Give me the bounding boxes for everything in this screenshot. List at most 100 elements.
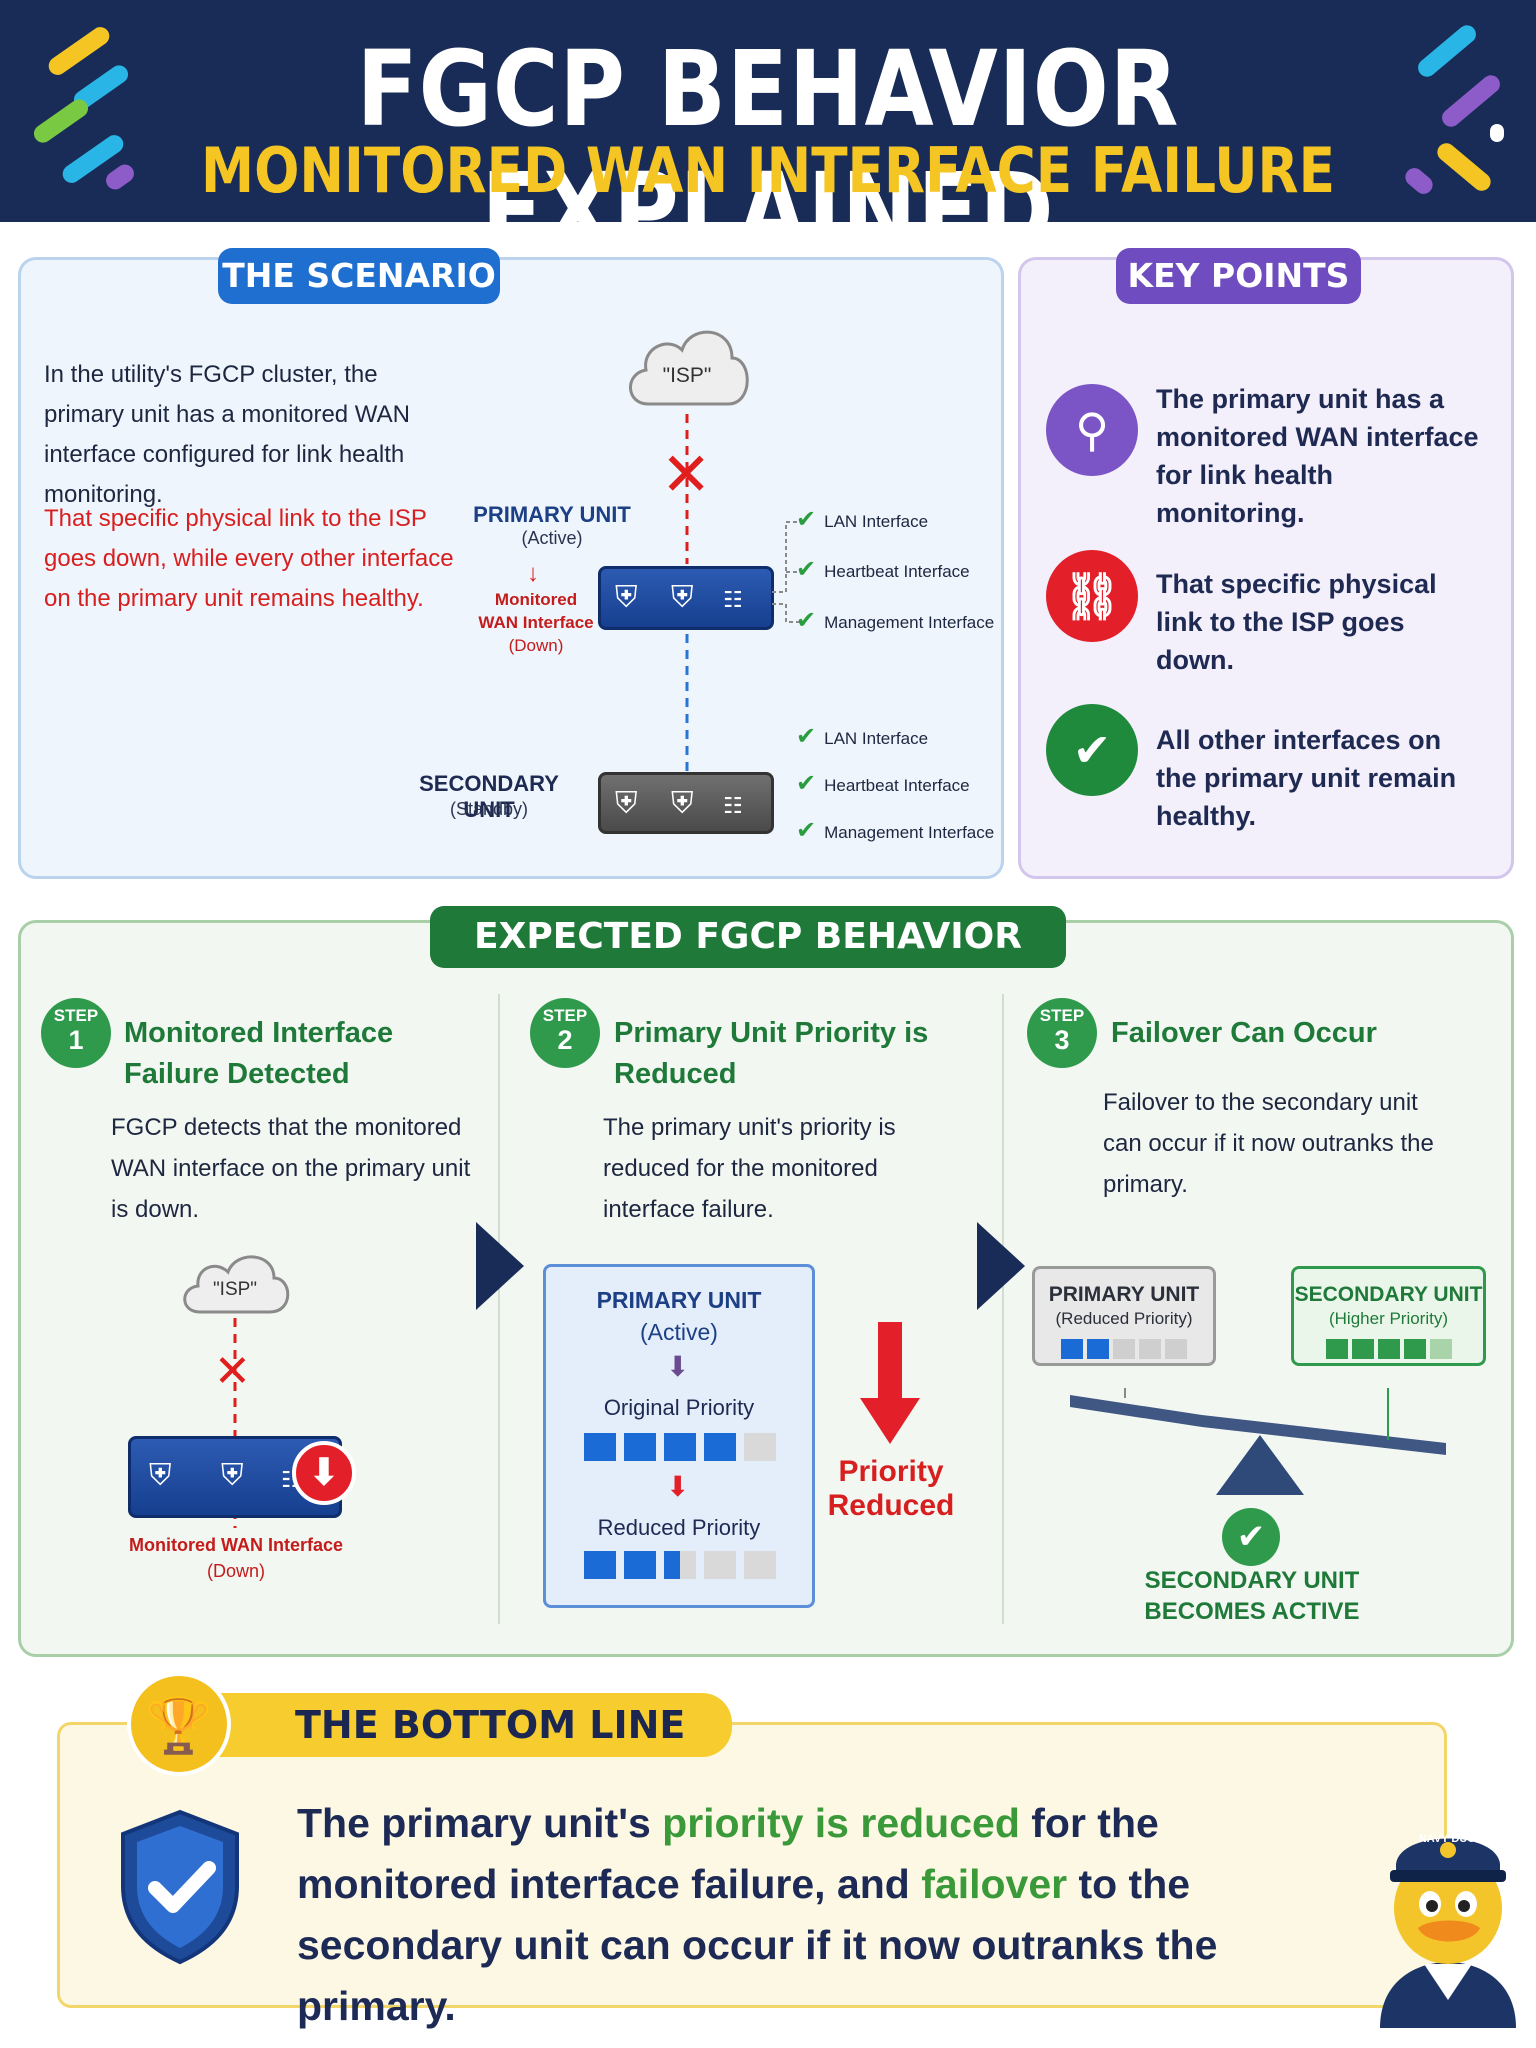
original-priority-label: Original Priority [603, 1395, 755, 1420]
decor-streak [45, 23, 113, 79]
check-icon: ✔ [796, 770, 817, 797]
primary-unit-label: PRIMARY UNIT [473, 502, 631, 527]
shield-icon: ⛨ [615, 581, 638, 614]
bottom-line-heading: THE BOTTOM LINE [140, 1693, 732, 1757]
scenario-heading: THE SCENARIO [218, 248, 500, 304]
step-2-body: The primary unit's priority is reduced f… [603, 1114, 896, 1223]
shield-icon: ⛨ [615, 787, 638, 820]
step-1-title: Monitored Interface Failure Detected [124, 1017, 394, 1090]
priority-bar-segment [704, 1433, 736, 1461]
shield-icon: ⛨ [149, 1459, 172, 1492]
behavior-heading: EXPECTED FGCP BEHAVIOR [430, 906, 1066, 968]
priority-bar-segment [744, 1433, 776, 1461]
priority-bar-segment [664, 1433, 696, 1461]
step-arrow-icon [977, 1222, 1025, 1310]
priority-card-unit: PRIMARY UNIT [596, 1287, 762, 1313]
primary-management-interface: ✔Management Interface [796, 607, 995, 634]
isp-cloud-label: "ISP" [212, 1279, 258, 1300]
isp-cloud-label: "ISP" [662, 364, 712, 387]
mascot-hat-label: NAVY DUCK [1418, 1833, 1484, 1845]
priority-down-arrow-icon [860, 1322, 920, 1444]
priority-bar-segment [664, 1551, 696, 1579]
decor-dot [1490, 124, 1504, 142]
original-priority-bars [584, 1433, 776, 1461]
page-title: FGCP BEHAVIOR EXPLAINED [356, 28, 1180, 272]
ports-icon: ☷ [723, 587, 743, 612]
key-point-1: The primary unit has a monitored WAN int… [1156, 384, 1479, 528]
secondary-unit-state: (Standby) [449, 799, 529, 819]
step-3-body: Failover to the secondary unit can occur… [1103, 1089, 1434, 1198]
down-arrow-icon: ⬇ [666, 1351, 690, 1382]
priority-bar-segment [1113, 1339, 1135, 1359]
primary-lan-interface: ✔LAN Interface [796, 506, 929, 533]
primary-priority-card: PRIMARY UNIT (Reduced Priority) [1032, 1266, 1216, 1366]
secondary-firewall-device: ⛨ ⛨ ☷ [598, 772, 774, 834]
isp-cloud-icon [183, 1255, 290, 1314]
check-icon: ✔ [796, 607, 817, 634]
duck-mascot-icon [1380, 1838, 1516, 2028]
priority-bar-segment [1087, 1339, 1109, 1359]
down-arrow-icon: ⬇ [666, 1471, 690, 1502]
primary-unit-state: (Active) [521, 528, 583, 548]
step-1-body: FGCP detects that the monitored WAN inte… [111, 1114, 471, 1223]
reduced-priority-bars [584, 1551, 776, 1579]
monitored-wan-caption: Monitored WAN Interface (Down) [128, 1535, 343, 1581]
shield-check-icon [121, 1809, 239, 1965]
priority-card: PRIMARY UNIT (Active) ⬇ Original Priorit… [543, 1264, 815, 1608]
priority-down-icon: ⬇ [292, 1441, 356, 1505]
secondary-heartbeat-interface: ✔Heartbeat Interface [796, 770, 970, 797]
priority-bar-segment [624, 1551, 656, 1579]
priority-bar-segment [744, 1551, 776, 1579]
priority-bar-segment [584, 1433, 616, 1461]
scenario-problem: That specific physical link to the ISP g… [44, 505, 454, 612]
secondary-management-interface: ✔Management Interface [796, 817, 995, 844]
key-points-heading: KEY POINTS [1116, 248, 1361, 304]
scenario-intro: In the utility's FGCP cluster, the prima… [44, 361, 410, 508]
header-banner [0, 0, 1536, 222]
priority-bar-segment [1377, 1339, 1400, 1359]
down-arrow-icon: ↓ [527, 560, 539, 587]
primary-if-connectors [772, 521, 800, 623]
bottom-line-panel [57, 1722, 1447, 2008]
shield-icon: ⛨ [671, 581, 694, 614]
priority-bar-segment [1139, 1339, 1161, 1359]
priority-bar-segment [1325, 1339, 1348, 1359]
check-icon: ✔ [796, 556, 817, 583]
primary-firewall-device: ⛨ ⛨ ☷ [598, 566, 774, 630]
key-point-2: That specific physical link to the ISP g… [1156, 569, 1437, 675]
priority-bar-segment [1351, 1339, 1374, 1359]
secondary-lan-interface: ✔LAN Interface [796, 723, 929, 750]
secondary-priority-card: SECONDARY UNIT (Higher Priority) [1291, 1266, 1486, 1366]
primary-heartbeat-interface: ✔Heartbeat Interface [796, 556, 970, 583]
scenario-panel [18, 257, 1004, 879]
step-arrow-icon [476, 1222, 524, 1310]
check-icon: ✔ [1046, 704, 1138, 796]
priority-bar-segment [1061, 1339, 1083, 1359]
search-icon: ⚲ [1046, 384, 1138, 476]
link-down-x-icon: ✕ [214, 1346, 251, 1397]
isp-link-line [233, 1318, 237, 1528]
decor-streak [1433, 139, 1495, 195]
step-3-title: Failover Can Occur [1111, 1017, 1377, 1049]
priority-bar-segment [1403, 1339, 1426, 1359]
broken-link-icon: ⛓ [1046, 550, 1138, 642]
page-subtitle: MONITORED WAN INTERFACE FAILURE [201, 134, 1335, 207]
priority-bar-segment [1165, 1339, 1187, 1359]
trophy-icon: 🏆 [127, 1672, 231, 1776]
isp-link-line [685, 414, 689, 784]
check-icon: ✔ [796, 817, 817, 844]
priority-bar-segment [624, 1433, 656, 1461]
check-icon: ✔ [796, 506, 817, 533]
step-2-title: Primary Unit Priority is Reduced [614, 1017, 929, 1090]
decor-streak [1438, 71, 1504, 131]
monitored-wan-label: Monitored WAN Interface (Down) [478, 590, 594, 655]
bottom-line-text: The primary unit's priority is reduced f… [297, 1800, 1218, 2029]
priority-bar-segment [1429, 1339, 1452, 1359]
balance-scale-icon [1070, 1388, 1446, 1495]
priority-card-state: (Active) [640, 1319, 718, 1345]
reduced-priority-label: Reduced Priority [597, 1515, 761, 1540]
check-icon: ✔ [1222, 1508, 1280, 1566]
